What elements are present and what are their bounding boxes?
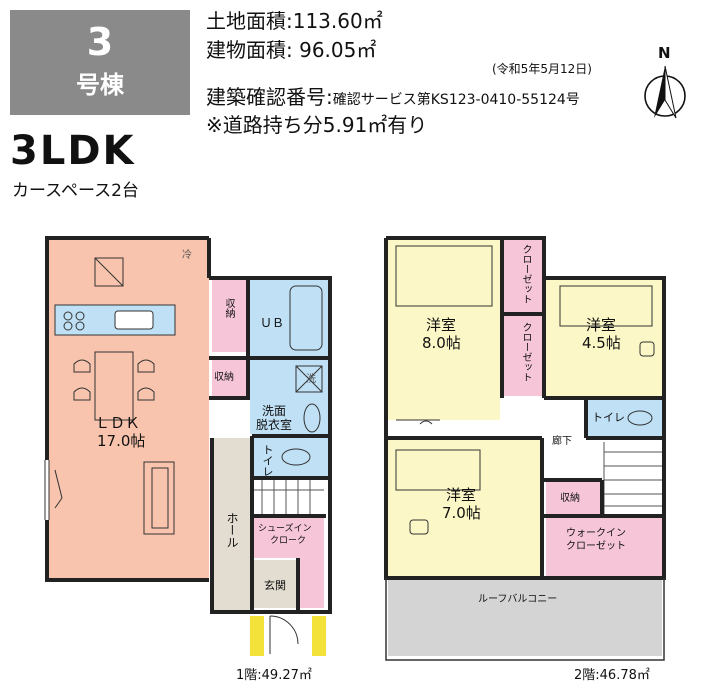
ldk-size: 17.0帖 [97, 432, 146, 450]
walkin-label: ウォークイン [566, 528, 626, 539]
hall-label: ホール [225, 512, 239, 548]
walkin-label2: クローゼット [566, 541, 626, 552]
washer-icon [295, 365, 323, 393]
storage3-room [546, 482, 600, 516]
closet1-label: クローゼット [520, 244, 531, 304]
balcony-label: ルーフバルコニー [478, 594, 558, 605]
western1-room [388, 240, 500, 420]
ub-label: ＵＢ [260, 316, 285, 330]
washroom-label2: 脱衣室 [256, 418, 293, 432]
toilet1-room [254, 438, 330, 476]
toilet2-icon [627, 410, 653, 426]
ldk-window [44, 460, 63, 520]
western2-label: 洋室 [586, 316, 617, 334]
floor1-walls [45, 236, 332, 614]
storage1-label: 収納 [223, 298, 234, 318]
storage3-label: 収納 [560, 493, 580, 504]
western2-room [546, 280, 662, 396]
confirm-prefix: 建築確認番号: [206, 85, 333, 109]
sink-icon [303, 403, 321, 433]
floor2-area: 2階:46.78㎡ [574, 668, 650, 683]
washroom-label: 洗面 [262, 404, 287, 418]
ref-mark: 冷 [182, 250, 192, 261]
closet1-room [504, 240, 542, 312]
shoes-room [254, 516, 324, 558]
toilet2-room [588, 400, 662, 436]
entrance-door [269, 615, 299, 645]
washroom-room [250, 360, 330, 434]
floor1-area: 1階:49.27㎡ [236, 668, 312, 683]
parking-info: カースペース2台 [12, 181, 139, 201]
confirm-line: 建築確認番号:確認サービス第KS123-0410-55124号 [206, 84, 580, 113]
storage1-room [212, 280, 246, 352]
unit-number: 3 [86, 20, 114, 64]
confirm-date: (令和5年5月12日) [492, 62, 592, 76]
toilet1-label: トイレ [261, 444, 274, 477]
western3-label: 洋室 [446, 486, 477, 504]
floor1-plan [44, 236, 332, 656]
furniture-2f [395, 245, 655, 535]
western1-label: 洋室 [426, 316, 457, 334]
compass-n-label: N [658, 44, 671, 62]
land-area: 土地面積:113.60㎡ [206, 9, 383, 33]
storage2-room [212, 360, 246, 396]
road-share-note: ※道路持ち分5.91㎡有り [206, 113, 428, 137]
shoes-label2: クローク [270, 536, 307, 546]
building-area: 建物面積: 96.05㎡ [206, 38, 377, 62]
bathtub [289, 285, 323, 351]
north-arrow-icon [644, 65, 686, 119]
ldk-room [47, 238, 209, 580]
walkin-room [546, 518, 662, 576]
stairs-1f [254, 480, 324, 514]
dining-table [73, 351, 155, 421]
shoes-room-b [300, 558, 324, 608]
toilet1-icon [281, 448, 311, 466]
compass: N [640, 44, 690, 124]
sofa [143, 461, 175, 535]
confirm-number: 確認サービス第KS123-0410-55124号 [332, 92, 580, 108]
unit-badge: 3 号棟 [10, 10, 190, 115]
shoes-label: シューズイン [258, 524, 312, 534]
layout-type: 3LDK [10, 128, 136, 174]
toilet2-label: トイレ [592, 411, 625, 424]
entrance-label: 玄関 [264, 579, 286, 592]
wash-mark: 洗 [306, 374, 316, 385]
kitchen-counter [54, 304, 176, 336]
hall-room [212, 438, 252, 610]
western3-size: 7.0帖 [442, 504, 481, 522]
balcony-outline [385, 578, 665, 661]
western1-size: 8.0帖 [422, 334, 461, 352]
closet2-label: クローゼット [520, 322, 531, 382]
entrance-room [254, 560, 298, 608]
storage2-label: 収納 [214, 372, 234, 383]
balcony-room [388, 580, 662, 656]
western3-room [388, 440, 540, 576]
stairs-2f [603, 442, 662, 516]
floor2-walls [384, 236, 666, 580]
closet2-room [504, 316, 542, 396]
ldk-label: ＬＤＫ [95, 414, 141, 432]
unit-label: 号棟 [76, 71, 124, 99]
western2-size: 4.5帖 [582, 334, 621, 352]
fridge-icon [94, 257, 124, 287]
corridor-label: 廊下 [552, 436, 572, 447]
floor2-plan [384, 236, 666, 661]
